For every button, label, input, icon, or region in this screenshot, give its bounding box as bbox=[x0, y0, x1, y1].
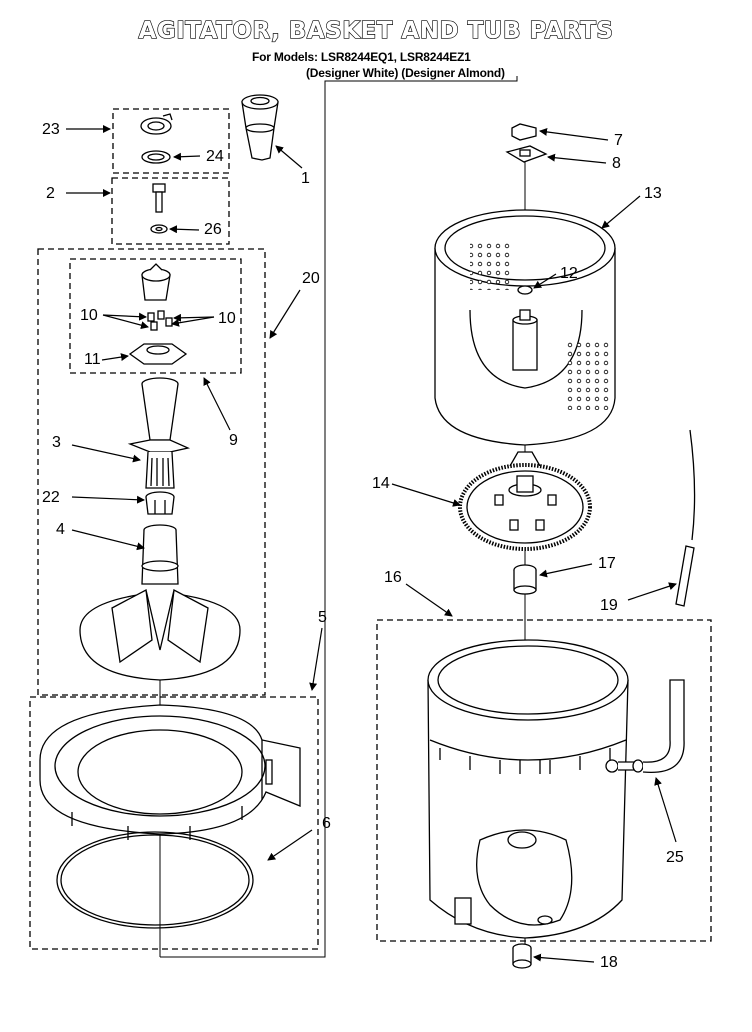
group-box-2-26 bbox=[111, 177, 230, 245]
part-22-spline bbox=[145, 491, 175, 515]
callout-14: 14 bbox=[372, 475, 390, 492]
callout-22: 22 bbox=[42, 489, 60, 506]
callout-7: 7 bbox=[614, 132, 623, 149]
group-box-9 bbox=[69, 258, 242, 374]
callout-5: 5 bbox=[318, 609, 327, 626]
assembly-line-connector bbox=[160, 76, 518, 958]
callout-13: 13 bbox=[644, 185, 662, 202]
part-12-hub-nut bbox=[517, 285, 533, 295]
part-17-bearing bbox=[513, 564, 537, 595]
callout-24: 24 bbox=[206, 148, 224, 165]
callout-1: 1 bbox=[301, 170, 310, 187]
part-25-drain-hose bbox=[605, 679, 685, 774]
callout-11: 11 bbox=[84, 351, 101, 368]
callout-10-left: 10 bbox=[80, 307, 98, 324]
part-1-agitator-cap bbox=[241, 94, 279, 161]
part-3-agitator-barrel bbox=[127, 377, 191, 489]
callout-8: 8 bbox=[612, 155, 621, 172]
part-13-wash-basket bbox=[434, 209, 616, 446]
part-26-washer bbox=[150, 224, 168, 234]
part-24-o-ring bbox=[141, 150, 171, 164]
callout-18: 18 bbox=[600, 954, 618, 971]
part-7-nut bbox=[511, 123, 537, 141]
group-box-20 bbox=[37, 248, 266, 696]
agitator-cam bbox=[141, 263, 171, 301]
group-box-5 bbox=[29, 696, 319, 950]
part-4-agitator-base bbox=[79, 524, 241, 681]
callout-17: 17 bbox=[598, 555, 616, 572]
part-8-clip bbox=[505, 145, 548, 163]
part-11-cam-plate bbox=[128, 343, 188, 365]
leader-arrows bbox=[66, 125, 677, 963]
models-line: For Models: LSR8244EQ1, LSR8244EZ1 bbox=[252, 50, 471, 64]
callout-25: 25 bbox=[666, 849, 684, 866]
part-23-seal-cap bbox=[140, 113, 173, 135]
callout-23: 23 bbox=[42, 121, 60, 138]
part-5-tub-ring bbox=[39, 704, 301, 840]
variants-line: (Designer White) (Designer Almond) bbox=[306, 66, 505, 80]
part-16-outer-tub bbox=[427, 639, 629, 939]
callout-20: 20 bbox=[302, 270, 320, 287]
part-19-hose bbox=[675, 429, 696, 607]
diagram-title: AGITATOR, BASKET AND TUB PARTS bbox=[138, 17, 614, 44]
callout-12: 12 bbox=[560, 265, 578, 282]
part-2-bolt bbox=[152, 183, 166, 213]
callout-3: 3 bbox=[52, 434, 61, 451]
callout-16: 16 bbox=[384, 569, 402, 586]
callout-9: 9 bbox=[229, 432, 238, 449]
part-6-tub-seal bbox=[56, 831, 254, 929]
callout-26: 26 bbox=[204, 221, 222, 238]
group-box-16 bbox=[376, 619, 712, 942]
callout-19: 19 bbox=[600, 597, 618, 614]
callout-4: 4 bbox=[56, 521, 65, 538]
callout-10-right: 10 bbox=[218, 310, 236, 327]
part-10-dogs bbox=[147, 310, 173, 331]
part-14-drive-hub bbox=[458, 451, 592, 551]
part-18-seal bbox=[512, 943, 532, 969]
callout-6: 6 bbox=[322, 815, 331, 832]
callout-2: 2 bbox=[46, 185, 55, 202]
